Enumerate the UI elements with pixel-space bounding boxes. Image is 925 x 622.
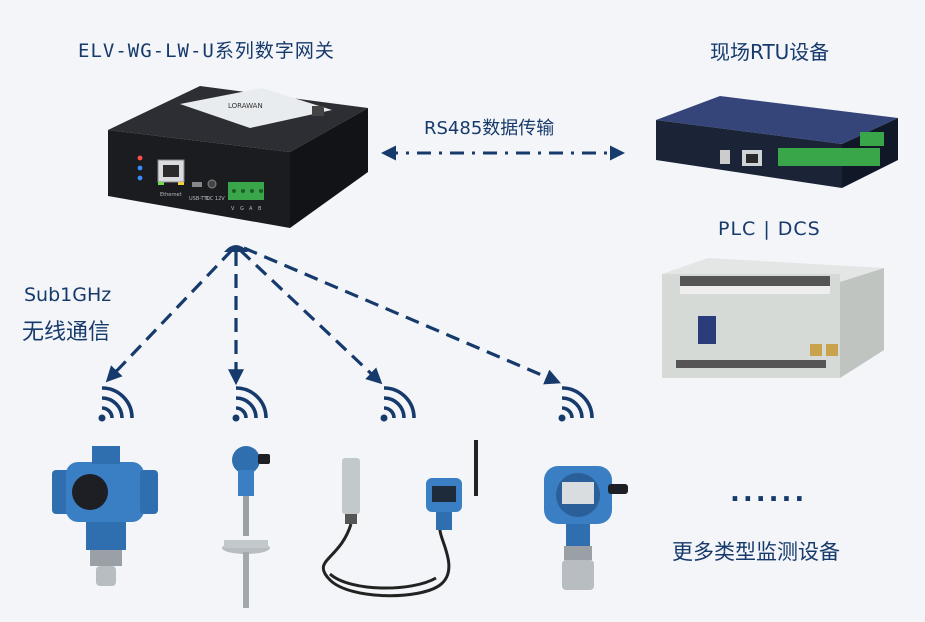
gateway-port-label: V bbox=[231, 206, 235, 212]
plc-device bbox=[662, 258, 884, 378]
plc-dcs-title: PLC | DCS bbox=[718, 218, 821, 240]
wifi-signal-icon bbox=[232, 386, 268, 422]
gateway-port-label: USB-TTL bbox=[189, 196, 210, 202]
gateway-port-label: G bbox=[240, 206, 244, 212]
gas-detector-icon bbox=[544, 466, 628, 590]
pressure-transmitter-icon bbox=[52, 446, 158, 586]
gateway-port-label: B bbox=[258, 206, 262, 212]
gateway-port-label: Ethernet bbox=[160, 192, 182, 198]
more-devices-label: 更多类型监测设备 bbox=[672, 540, 840, 564]
gateway-port-label: DC 12V bbox=[206, 196, 225, 202]
rtu-device bbox=[656, 96, 898, 188]
wifi-signal-icon bbox=[380, 386, 416, 422]
rs485-label: RS485数据传输 bbox=[424, 118, 555, 139]
wireless-label-text: 无线通信 bbox=[22, 320, 111, 345]
wifi-signal-icon bbox=[558, 386, 594, 422]
wireless-links bbox=[105, 245, 561, 386]
rtu-title: 现场RTU设备 bbox=[710, 40, 830, 64]
more-devices-ellipsis: ...... bbox=[730, 478, 808, 508]
wireless-label-frequency: Sub1GHz bbox=[24, 284, 112, 306]
gateway-brand: LORAWAN bbox=[228, 102, 263, 110]
radar-level-icon bbox=[222, 446, 270, 608]
gateway-port-label: A bbox=[249, 206, 253, 212]
gateway-title: ELV-WG-LW-U系列数字网关 bbox=[78, 40, 335, 62]
wifi-signal-icon bbox=[98, 386, 134, 422]
gateway-device: LORAWAN Ethernet USB-TTL DC 12V V G A B bbox=[108, 86, 368, 228]
submersible-probe-icon bbox=[321, 440, 478, 598]
